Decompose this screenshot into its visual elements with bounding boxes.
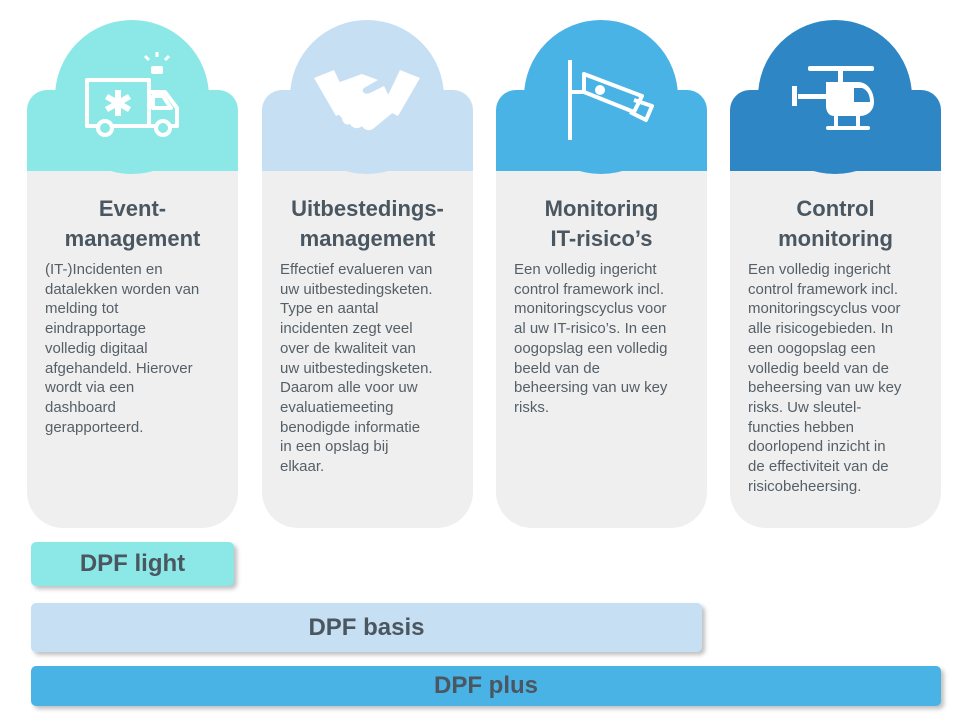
card-title: Control monitoring bbox=[778, 196, 893, 251]
card-title: Event- management bbox=[64, 196, 201, 251]
bar-label: DPF plus bbox=[433, 672, 538, 699]
icon-circle bbox=[524, 20, 678, 174]
card-description: Een volledig ingericht control framework… bbox=[514, 261, 668, 416]
icon-circle bbox=[758, 20, 912, 174]
helicopter-icon bbox=[792, 66, 874, 130]
card-uitbestedingsmanagement: Uitbestedings- management Effectief eval… bbox=[262, 20, 473, 528]
bar-dpf-light: DPF light bbox=[31, 542, 234, 586]
card-description: Effectief evalueren van uw uitbestedings… bbox=[280, 261, 433, 476]
bar-dpf-plus: DPF plus bbox=[31, 666, 941, 706]
card-title: Monitoring IT-risico’s bbox=[544, 196, 659, 251]
card-description: (IT-)Incidenten en datalekken worden van… bbox=[45, 261, 200, 436]
ambulance-icon bbox=[85, 52, 179, 137]
card-control-monitoring: Control monitoring Een volledig ingerich… bbox=[730, 20, 941, 528]
card-event-management: Event- management (IT-)Incidenten en dat… bbox=[27, 20, 238, 528]
security-camera-icon bbox=[568, 60, 654, 140]
icon-circle bbox=[290, 20, 444, 174]
card-title: Uitbestedings- management bbox=[291, 196, 444, 251]
bar-dpf-basis: DPF basis bbox=[31, 603, 702, 652]
bar-label: DPF basis bbox=[308, 613, 425, 641]
bar-label: DPF light bbox=[79, 550, 186, 577]
card-description: Een volledig ingericht control framework… bbox=[748, 261, 902, 495]
icon-circle bbox=[55, 20, 209, 174]
handshake-icon bbox=[314, 70, 420, 131]
card-monitoring-it-risicos: Monitoring IT-risico’s Een volledig inge… bbox=[496, 20, 707, 528]
